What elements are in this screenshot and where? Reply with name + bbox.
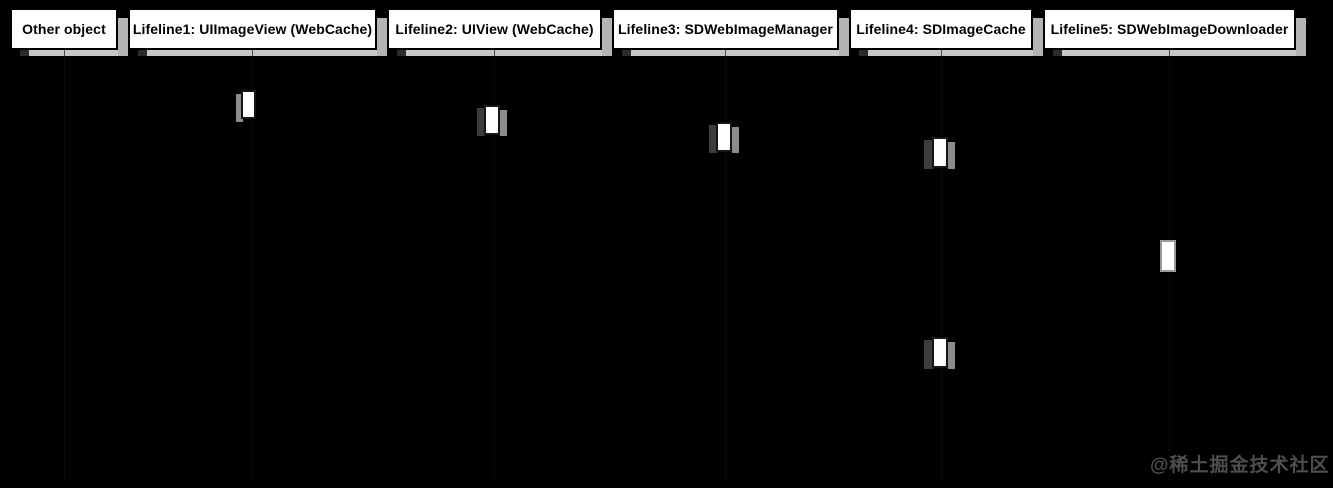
- activation-bar-lifeline-5[interactable]: [1160, 240, 1176, 272]
- lifeline-head-label-other-object: Other object: [22, 21, 106, 37]
- activation-bar-lifeline-3[interactable]: [716, 122, 732, 152]
- lifeline-head-shadow-other-object: [118, 18, 128, 56]
- lifeline-band-tick-5: [1169, 50, 1170, 56]
- activation-shadow-right-lifeline-4-second: [948, 342, 955, 369]
- lifeline-head-label-2: Lifeline2: UIView (WebCache): [395, 21, 594, 37]
- activation-shadow-right-lifeline-2: [500, 110, 507, 136]
- lifeline-head-shadow-5: [1296, 18, 1306, 56]
- activation-shadow-lifeline-4-second: [924, 340, 933, 369]
- watermark: @稀土掘金技术社区: [1150, 455, 1330, 476]
- lifeline-stem-2: [494, 55, 495, 480]
- lifeline-band-tick-1: [252, 50, 253, 56]
- activation-shadow-lifeline-2: [477, 108, 485, 136]
- lifeline-head-label-1: Lifeline1: UIImageView (WebCache): [132, 21, 373, 37]
- lifeline-band-notch-4: [859, 50, 868, 56]
- lifeline-band-tick-2: [494, 50, 495, 56]
- activation-shadow-right-lifeline-3: [732, 127, 739, 153]
- lifeline-head-shadow-4: [1033, 18, 1043, 56]
- lifeline-stem-3: [725, 55, 726, 480]
- lifeline-band-tick-other-object: [64, 50, 65, 56]
- lifeline-head-4[interactable]: Lifeline4: SDImageCache: [849, 8, 1033, 50]
- lifeline-head-other-object[interactable]: Other object: [10, 8, 118, 50]
- lifeline-band-notch-other-object: [20, 50, 29, 56]
- lifeline-band-2: [397, 50, 612, 56]
- activation-shadow-lifeline-1: [236, 94, 243, 122]
- lifeline-stem-4: [941, 55, 942, 480]
- lifeline-band-3: [622, 50, 849, 56]
- lifeline-head-1[interactable]: Lifeline1: UIImageView (WebCache): [128, 8, 377, 50]
- lifeline-band-1: [138, 50, 387, 56]
- lifeline-band-other-object: [20, 50, 128, 56]
- lifeline-band-tick-4: [941, 50, 942, 56]
- activation-bar-lifeline-4-first[interactable]: [932, 137, 948, 168]
- activation-shadow-lifeline-4-first: [924, 140, 933, 169]
- lifeline-head-3[interactable]: Lifeline3: SDWebImageManager: [612, 8, 839, 50]
- activation-bar-lifeline-1[interactable]: [241, 90, 256, 119]
- lifeline-band-notch-2: [397, 50, 406, 56]
- lifeline-band-4: [859, 50, 1043, 56]
- activation-bar-lifeline-2[interactable]: [484, 105, 500, 135]
- lifeline-head-label-5: Lifeline5: SDWebImageDownloader: [1050, 21, 1289, 37]
- lifeline-head-label-3: Lifeline3: SDWebImageManager: [618, 21, 833, 37]
- lifeline-head-5[interactable]: Lifeline5: SDWebImageDownloader: [1043, 8, 1296, 50]
- activation-shadow-right-lifeline-4-first: [948, 142, 955, 169]
- lifeline-band-tick-3: [725, 50, 726, 56]
- lifeline-head-shadow-1: [377, 18, 387, 56]
- lifeline-band-5: [1053, 50, 1306, 56]
- activation-shadow-lifeline-3: [709, 125, 717, 153]
- lifeline-stem-other-object: [64, 55, 65, 480]
- lifeline-band-notch-3: [622, 50, 631, 56]
- lifeline-band-notch-5: [1053, 50, 1062, 56]
- activation-bar-lifeline-4-second[interactable]: [932, 337, 948, 368]
- lifeline-stem-1: [252, 55, 253, 480]
- lifeline-head-label-4: Lifeline4: SDImageCache: [856, 21, 1026, 37]
- lifeline-band-notch-1: [138, 50, 147, 56]
- lifeline-head-shadow-3: [839, 18, 849, 56]
- lifeline-head-shadow-2: [602, 18, 612, 56]
- lifeline-head-2[interactable]: Lifeline2: UIView (WebCache): [387, 8, 602, 50]
